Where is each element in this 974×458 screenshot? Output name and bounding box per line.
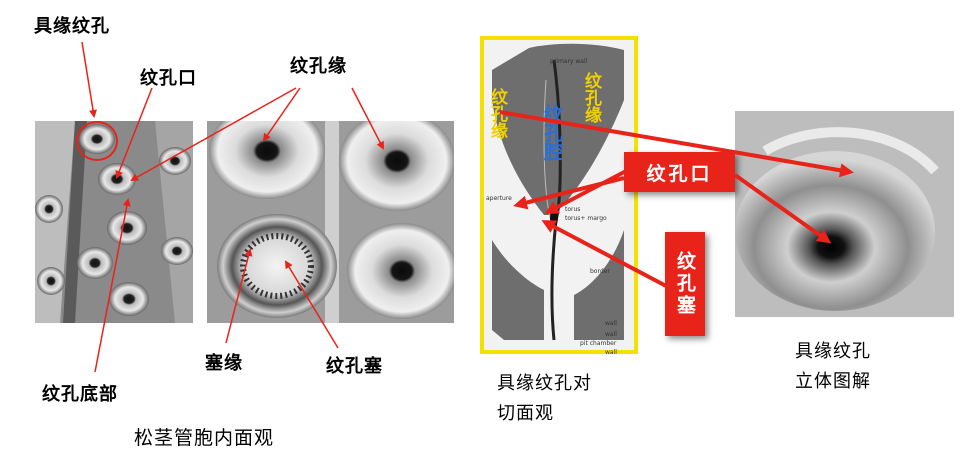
arrow-bordered-pit bbox=[81, 41, 97, 118]
tiny-label-chamber: pit chamber bbox=[580, 340, 617, 347]
tiny-label-wall-1: wall bbox=[605, 320, 617, 327]
sem-photo-wide bbox=[207, 121, 454, 323]
sem-photo-narrow bbox=[35, 121, 193, 323]
tiny-label-margo: torus+ margo bbox=[565, 215, 607, 222]
label-torus-left: 纹孔塞 bbox=[326, 356, 383, 377]
tiny-label-border: border bbox=[590, 268, 610, 275]
label-bordered-pit-top: 具缘纹孔 bbox=[34, 16, 110, 37]
pit-3d-photo bbox=[735, 111, 954, 317]
label-pit-border-top: 纹孔缘 bbox=[290, 56, 347, 77]
caption-right: 具缘纹孔 立体图解 bbox=[795, 341, 871, 392]
caption-left: 松茎管胞内面观 bbox=[134, 427, 275, 449]
tiny-label-aperture: aperture bbox=[486, 195, 512, 202]
label-pit-bottom: 纹孔底部 bbox=[42, 384, 118, 405]
label-pit-border-vertical-right: 纹孔缘 bbox=[581, 72, 601, 123]
caption-middle: 具缘纹孔对 切面观 bbox=[497, 373, 592, 424]
tiny-label-wall-3: wall bbox=[605, 349, 617, 356]
label-pit-border-vertical-left: 纹孔缘 bbox=[487, 88, 507, 139]
label-torus-margin: 塞缘 bbox=[205, 353, 243, 374]
tiny-label-torus: torus bbox=[565, 206, 581, 213]
label-pit-cavity: 纹孔腔 bbox=[541, 104, 563, 161]
tiny-label-wall-2: wall bbox=[605, 331, 617, 338]
tiny-label-primary-wall: primary wall bbox=[550, 58, 588, 65]
label-pit-aperture-left: 纹孔口 bbox=[140, 68, 197, 89]
callout-pit-aperture: 纹孔口 bbox=[624, 152, 735, 192]
callout-torus: 纹孔塞 bbox=[665, 232, 705, 336]
